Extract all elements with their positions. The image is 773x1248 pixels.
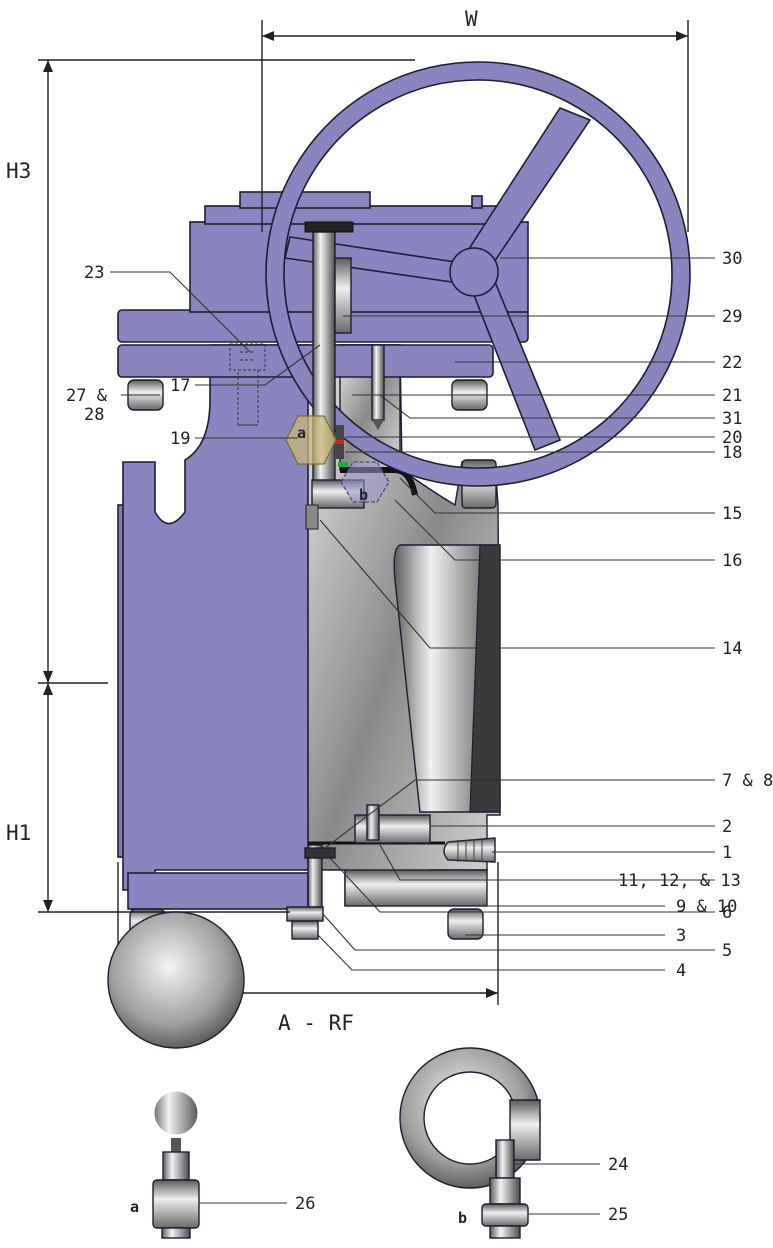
thrust-bolt	[371, 344, 385, 421]
callout-27-28-line2: 28	[84, 405, 104, 425]
detail-b-marker	[340, 461, 390, 503]
callout-4: 4	[676, 961, 686, 981]
callout-25: 25	[608, 1205, 628, 1225]
handwheel	[265, 61, 691, 487]
detail-a-nut	[152, 1179, 200, 1229]
handwheel-hub	[449, 247, 499, 297]
detail-a-tag: a	[297, 424, 306, 442]
callout-30: 30	[722, 249, 742, 269]
detail-a-label: a	[130, 1198, 139, 1216]
detail-b-cap	[489, 1225, 521, 1239]
detail-a-fitting	[162, 1151, 190, 1181]
lower-stem-seal	[304, 847, 336, 859]
callout-21: 21	[722, 386, 742, 406]
callout-14: 14	[722, 639, 742, 659]
detail-view-a: a 26	[107, 911, 315, 1239]
lower-foot	[344, 869, 488, 907]
thrust-bolt-tip	[372, 420, 384, 430]
callout-15: 15	[722, 504, 742, 524]
dimension-w: W	[465, 7, 478, 31]
packing-ring-red	[336, 440, 344, 444]
packing-ring-green	[338, 462, 348, 467]
callout-9-10: 9 & 10	[676, 897, 737, 917]
drain-plug	[443, 837, 496, 863]
detail-b-label: b	[458, 1209, 467, 1227]
detail-view-b: b 24 25	[399, 1047, 628, 1239]
callout-18: 18	[722, 443, 742, 463]
callout-29: 29	[722, 307, 742, 327]
callout-11-12-13: 11, 12, & 13	[618, 871, 741, 891]
detail-b-fitting	[489, 1177, 521, 1205]
nut-9-10	[447, 908, 484, 940]
callout-7-8: 7 & 8	[722, 771, 773, 791]
callout-5: 5	[722, 941, 732, 961]
detail-a-body	[107, 911, 245, 1049]
callout-23: 23	[84, 263, 104, 283]
callout-6: 6	[722, 903, 732, 923]
detail-a-marker	[285, 415, 337, 465]
detail-b-spring	[495, 1139, 515, 1179]
handwheel-rim	[265, 61, 691, 487]
cap-screw-hidden	[229, 343, 266, 426]
left-foot	[127, 872, 309, 910]
lower-trunnion	[354, 814, 431, 844]
ball-cavity	[469, 544, 501, 813]
callout-24: 24	[608, 1155, 628, 1175]
dimension-h3: H3	[6, 159, 31, 183]
leader-lines	[110, 257, 715, 971]
callout-19: 19	[170, 429, 190, 449]
dimension-a-rf: A - RF	[278, 1011, 354, 1035]
callout-27-28-line1: 27 &	[66, 386, 108, 406]
detail-b-nut	[481, 1203, 529, 1227]
spring	[305, 504, 319, 530]
trunnion-pin	[366, 804, 380, 841]
detail-a-stem-hole	[149, 1086, 203, 1140]
callout-17: 17	[170, 376, 190, 396]
callout-3: 3	[676, 926, 686, 946]
callout-26: 26	[295, 1194, 315, 1214]
detail-b-tag: b	[359, 486, 368, 504]
stem-key	[334, 257, 352, 334]
callout-labels: 30 29 22 21 31 20 18 15 16 14 7 & 8 2 1 …	[66, 249, 773, 981]
left-flange	[122, 344, 309, 891]
callout-2: 2	[722, 817, 732, 837]
gland-cap	[304, 221, 354, 233]
nut-5	[286, 906, 324, 922]
callout-31: 31	[722, 409, 742, 429]
callout-22: 22	[722, 353, 742, 373]
gear-box-knob	[471, 195, 483, 209]
gear-box-cap	[239, 191, 371, 209]
dimension-h1: H1	[6, 821, 31, 845]
detail-a-cap	[161, 1227, 191, 1239]
callout-20: 20	[722, 428, 742, 448]
callout-1: 1	[722, 843, 732, 863]
bolt-4	[291, 920, 319, 940]
callout-16: 16	[722, 551, 742, 571]
